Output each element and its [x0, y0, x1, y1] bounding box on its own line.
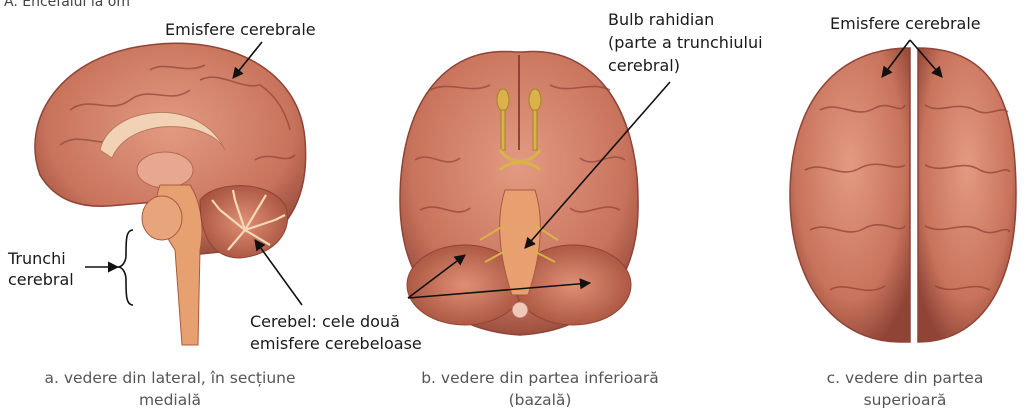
caption-a-line1: a. vedere din lateral, în secțiune — [20, 368, 320, 388]
label-c-hemispheres: Emisfere cerebrale — [830, 14, 981, 34]
label-b-medulla-line2: (parte a trunchiului — [608, 33, 763, 53]
label-cerebellum-line1: Cerebel: cele două — [250, 312, 400, 332]
brain-basal-view — [400, 51, 638, 335]
label-b-medulla-line3: cerebral) — [608, 56, 680, 76]
label-a-brainstem-line1: Trunchi — [8, 249, 66, 269]
arrow-a-cerebellum — [255, 240, 302, 305]
caption-b-line1: b. vedere din partea inferioară — [400, 368, 680, 388]
brain-lateral-medial-section — [35, 43, 306, 345]
brace-brainstem — [118, 230, 133, 305]
caption-b-line2: (bazală) — [400, 390, 680, 410]
caption-c-line1: c. vedere din partea — [790, 368, 1020, 388]
label-cerebellum-line2: emisfere cerebeloase — [250, 334, 422, 354]
caption-c-line2: superioară — [790, 390, 1020, 410]
brain-superior-view — [790, 48, 1016, 342]
label-a-hemispheres: Emisfere cerebrale — [165, 20, 316, 40]
caption-a-line2: medială — [20, 390, 320, 410]
label-a-brainstem-line2: cerebral — [8, 270, 74, 290]
label-b-medulla-line1: Bulb rahidian — [608, 10, 714, 30]
